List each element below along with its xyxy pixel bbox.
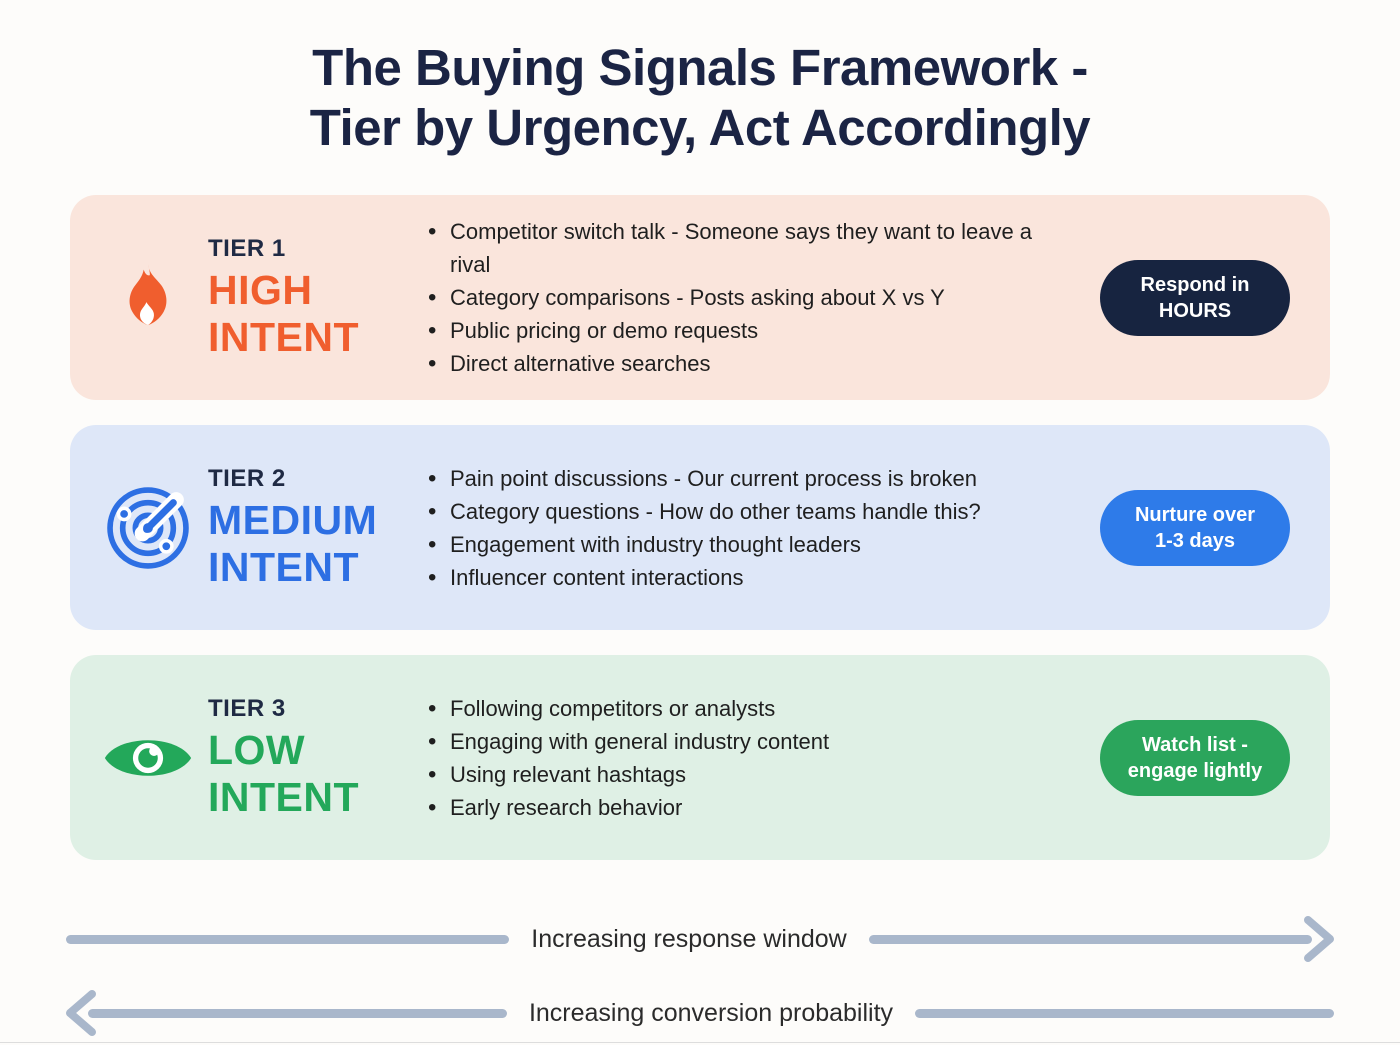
tier3-action-badge: Watch list - engage lightly	[1100, 719, 1290, 796]
tier1-bullet: Category comparisons - Posts asking abou…	[422, 281, 1062, 314]
tier2-action-badge: Nurture over 1-3 days	[1100, 489, 1290, 566]
tier1-action-badge: Respond in HOURS	[1100, 259, 1290, 336]
tier1-heading-block: TIER 1 HIGH INTENT	[102, 235, 422, 361]
tier1-label: TIER 1	[208, 234, 286, 262]
tier1-action-line2: HOURS	[1158, 299, 1232, 322]
tier-card-medium-intent: TIER 2 MEDIUM INTENT Pain point discussi…	[70, 425, 1330, 631]
tier2-bullet: Influencer content interactions	[422, 561, 1062, 594]
bottom-divider	[0, 1042, 1400, 1043]
tier3-action-line1: Watch list -	[1142, 733, 1248, 756]
eye-icon	[102, 726, 194, 790]
axis-conversion-probability: Increasing conversion probability	[66, 990, 1334, 1037]
tier2-name: MEDIUM INTENT	[208, 496, 378, 590]
page-title: The Buying Signals Framework - Tier by U…	[0, 38, 1400, 157]
tier1-bullet: Direct alternative searches	[422, 347, 1062, 380]
tier2-action-line1: Nurture over	[1134, 503, 1256, 526]
tier3-heading: TIER 3 LOW INTENT	[194, 695, 422, 821]
tier3-bullet-list: Following competitors or analysts Engagi…	[422, 692, 1082, 824]
tier1-name: HIGH INTENT	[208, 266, 360, 360]
tier2-bullet: Category questions - How do other teams …	[422, 495, 1062, 528]
tier3-heading-block: TIER 3 LOW INTENT	[102, 695, 422, 821]
tier2-bullet-list: Pain point discussions - Our current pro…	[422, 462, 1082, 594]
tier2-heading: TIER 2 MEDIUM INTENT	[194, 465, 422, 591]
tier1-bullet: Public pricing or demo requests	[422, 314, 1062, 347]
axis-response-window: Increasing response window	[66, 916, 1334, 963]
axis-line	[66, 934, 510, 944]
tier3-label: TIER 3	[208, 694, 286, 722]
tier2-bullet: Pain point discussions - Our current pro…	[422, 462, 1062, 495]
tier3-action-line2: engage lightly	[1127, 759, 1263, 782]
arrow-left-icon	[66, 990, 96, 1037]
flame-icon	[102, 256, 194, 340]
tier3-bullet: Engaging with general industry content	[422, 725, 1062, 758]
tier-card-low-intent: TIER 3 LOW INTENT Following competitors …	[70, 655, 1330, 861]
tier3-bullet: Early research behavior	[422, 791, 1062, 824]
tier3-bullet: Using relevant hashtags	[422, 758, 1062, 791]
tier2-heading-block: TIER 2 MEDIUM INTENT	[102, 465, 422, 591]
axis-response-window-label: Increasing response window	[531, 924, 847, 953]
tier1-bullet-list: Competitor switch talk - Someone says th…	[422, 215, 1082, 380]
tier2-bullet: Engagement with industry thought leaders	[422, 528, 1062, 561]
tier2-action-line2: 1-3 days	[1154, 529, 1236, 552]
axis-line	[915, 1008, 1334, 1018]
tier1-heading: TIER 1 HIGH INTENT	[194, 235, 422, 361]
radar-icon	[102, 483, 194, 573]
axes: Increasing response window Increasing co…	[0, 916, 1400, 1037]
axis-conversion-probability-label: Increasing conversion probability	[528, 998, 894, 1027]
axis-line	[88, 1008, 507, 1018]
axis-line	[868, 934, 1312, 944]
page-title-line2: Tier by Urgency, Act Accordingly	[309, 98, 1091, 156]
tier3-bullet: Following competitors or analysts	[422, 692, 1062, 725]
tier1-bullet: Competitor switch talk - Someone says th…	[422, 215, 1062, 281]
arrow-right-icon	[1304, 916, 1334, 963]
page-title-line1: The Buying Signals Framework -	[312, 39, 1088, 96]
tier-card-high-intent: TIER 1 HIGH INTENT Competitor switch tal…	[70, 195, 1330, 401]
tier1-action-line1: Respond in	[1140, 273, 1250, 296]
tier3-name: LOW INTENT	[208, 726, 360, 820]
tier2-label: TIER 2	[208, 464, 286, 492]
